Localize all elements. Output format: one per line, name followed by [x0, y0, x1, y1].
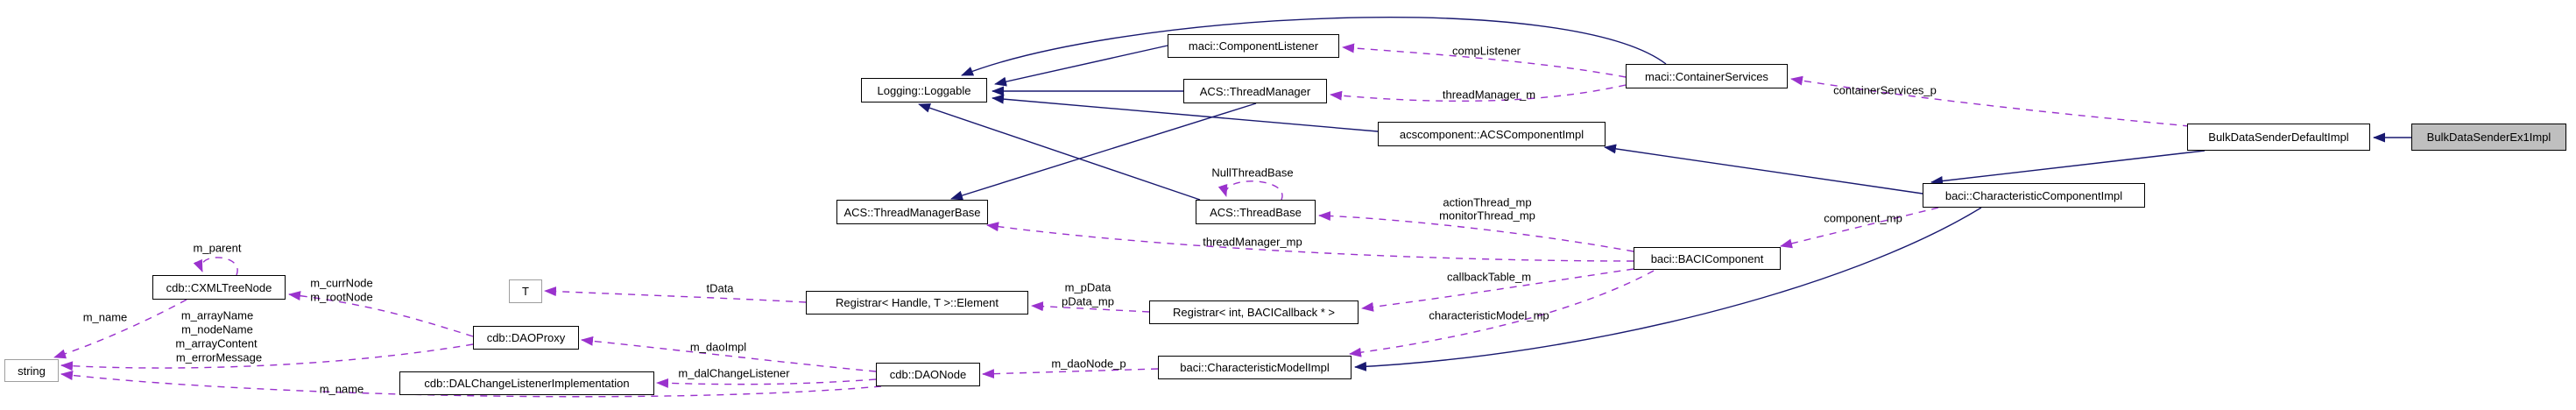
edge-m-dalchangelistener: [656, 378, 877, 388]
node-label: cdb::CXMLTreeNode: [166, 280, 272, 294]
edge-label-m-currnode: m_currNode: [310, 276, 373, 290]
node-label: maci::ContainerServices: [1645, 69, 1768, 83]
edge-charcomponentimpl-to-acscomponentimpl: [1604, 144, 1923, 194]
node-string: string: [4, 359, 59, 382]
node-baci-bacicomponent[interactable]: baci::BACIComponent: [1634, 247, 1781, 270]
edge-characteristicmodel-mp: [1349, 270, 1655, 357]
edge-containerservices-to-loggable: [961, 17, 1667, 76]
node-cdb-daonode[interactable]: cdb::DAONode: [876, 363, 980, 386]
edge-label-containerservices-p: containerServices_p: [1833, 83, 1937, 97]
edge-acscomponentimpl-to-loggable: [992, 94, 1379, 132]
node-logging-loggable[interactable]: Logging::Loggable: [861, 78, 987, 102]
edge-label-m-arrayname: m_arrayName: [180, 308, 254, 322]
edge-threadmanager-m: [1330, 84, 1627, 102]
edge-label-m-rootnode: m_rootNode: [310, 290, 373, 304]
node-cdb-daoproxy[interactable]: cdb::DAOProxy: [473, 326, 579, 350]
node-cdb-cxmltreenode[interactable]: cdb::CXMLTreeNode: [152, 275, 286, 300]
edge-label-m-name: m_name: [82, 310, 128, 324]
node-label: ACS::ThreadManagerBase: [843, 205, 981, 219]
edge-label-nullthreadbase: NullThreadBase: [1211, 166, 1294, 180]
edge-threadbase-to-loggable: [918, 102, 1201, 201]
node-bulkdatasenderex1impl: BulkDataSenderEx1Impl: [2411, 124, 2566, 151]
edge-m-currnode-m-rootnode: [288, 291, 474, 337]
edge-bulkdefault-to-charcomponentimpl: [1930, 150, 2205, 186]
node-baci-characteristiccomponentimpl[interactable]: baci::CharacteristicComponentImpl: [1923, 183, 2145, 208]
node-label: baci::BACIComponent: [1650, 251, 1764, 265]
edge-label-callbacktable-m: callbackTable_m: [1446, 270, 1532, 284]
edge-label-m-pdata: m_pData: [1064, 280, 1112, 294]
edge-threadmanager-mp: [986, 222, 1634, 262]
node-acs-threadmanagerbase[interactable]: ACS::ThreadManagerBase: [836, 200, 988, 224]
edge-label-m-errormessage: m_errorMessage: [175, 350, 263, 364]
node-template-t: T: [509, 279, 542, 303]
edge-component-mp: [1780, 207, 1939, 249]
node-baci-characteristicmodelimpl[interactable]: baci::CharacteristicModelImpl: [1158, 356, 1352, 379]
edge-label-complistener: compListener: [1451, 44, 1521, 58]
node-cdb-dalchangelistenerimplementation[interactable]: cdb::DALChangeListenerImplementation: [399, 371, 654, 395]
node-acscomponent-acscomponentimpl[interactable]: acscomponent::ACSComponentImpl: [1378, 122, 1606, 146]
edge-label-characteristicmodel-mp: characteristicModel_mp: [1429, 308, 1549, 322]
edge-m-name-cxmltreenode: [53, 299, 187, 359]
edge-label-monitorthread-mp: monitorThread_mp: [1439, 209, 1535, 223]
edge-label-m-daonode-p: m_daoNode_p: [1051, 357, 1126, 371]
node-label: cdb::DAOProxy: [486, 331, 566, 344]
edge-tdata: [544, 286, 807, 303]
node-label: baci::CharacteristicComponentImpl: [1944, 188, 2123, 202]
edge-threadmanager-to-threadmanagerbase: [950, 102, 1257, 201]
edge-componentlistener-to-loggable: [994, 45, 1168, 87]
edge-label-threadmanager-mp: threadManager_mp: [1203, 235, 1302, 249]
edge-label-m-nodename: m_nodeName: [181, 322, 253, 336]
node-maci-componentlistener[interactable]: maci::ComponentListener: [1168, 34, 1339, 58]
edge-m-daonode-p: [982, 368, 1159, 379]
node-maci-containerservices[interactable]: maci::ContainerServices: [1626, 64, 1788, 88]
edge-label-m-dalchangelistener: m_dalChangeListener: [678, 366, 790, 380]
edge-label-threadmanager-m: threadManager_m: [1442, 88, 1536, 102]
node-label: acscomponent::ACSComponentImpl: [1399, 127, 1584, 141]
edge-callbacktable-m: [1361, 268, 1634, 312]
edge-label-m-daoimpl: m_daoImpl: [689, 340, 747, 354]
node-acs-threadbase[interactable]: ACS::ThreadBase: [1196, 200, 1316, 224]
node-acs-threadmanager[interactable]: ACS::ThreadManager: [1183, 79, 1327, 103]
node-label: baci::CharacteristicModelImpl: [1180, 361, 1330, 374]
node-bulkdatasenderdefaultimpl[interactable]: BulkDataSenderDefaultImpl: [2187, 124, 2370, 151]
node-label: BulkDataSenderDefaultImpl: [2208, 131, 2349, 144]
edge-label-m-name-2: m_name: [319, 382, 364, 396]
edge-label-actionthread-mp: actionThread_mp: [1443, 195, 1532, 209]
edge-m-arrayname-etc: [60, 343, 474, 371]
node-label: string: [18, 364, 46, 378]
node-label: BulkDataSenderEx1Impl: [2426, 131, 2551, 144]
node-label: maci::ComponentListener: [1188, 39, 1319, 53]
edge-m-name-daonode: [60, 371, 882, 398]
node-label: ACS::ThreadManager: [1199, 84, 1311, 98]
node-registrar-int-bacicallback[interactable]: Registrar< int, BACICallback * >: [1149, 300, 1359, 324]
edge-m-parent-selfloop: [193, 257, 238, 276]
edge-charcomponentimpl-to-charmodelimpl: [1354, 207, 1982, 371]
node-label: cdb::DALChangeListenerImplementation: [424, 377, 630, 390]
node-label: Registrar< int, BACICallback * >: [1173, 306, 1335, 319]
node-label: T: [522, 285, 529, 298]
node-label: cdb::DAONode: [889, 368, 967, 381]
node-label: ACS::ThreadBase: [1210, 205, 1302, 219]
node-label: Registrar< Handle, T >::Element: [836, 296, 999, 309]
edge-label-tdata: tData: [706, 281, 734, 295]
edge-label-component-mp: component_mp: [1824, 211, 1902, 225]
edge-label-pdata-mp: pData_mp: [1062, 294, 1114, 308]
node-registrar-handle-t-element[interactable]: Registrar< Handle, T >::Element: [806, 291, 1028, 315]
edge-label-m-parent: m_parent: [193, 241, 242, 255]
edge-m-pdata: [1031, 301, 1150, 313]
edge-nullthreadbase-selfloop: [1217, 180, 1283, 201]
edge-containerservices-p: [1790, 75, 2191, 127]
edge-label-m-arraycontent: m_arrayContent: [175, 336, 258, 350]
node-label: Logging::Loggable: [877, 83, 971, 97]
edge-actionthread-monitorthread: [1318, 211, 1634, 252]
